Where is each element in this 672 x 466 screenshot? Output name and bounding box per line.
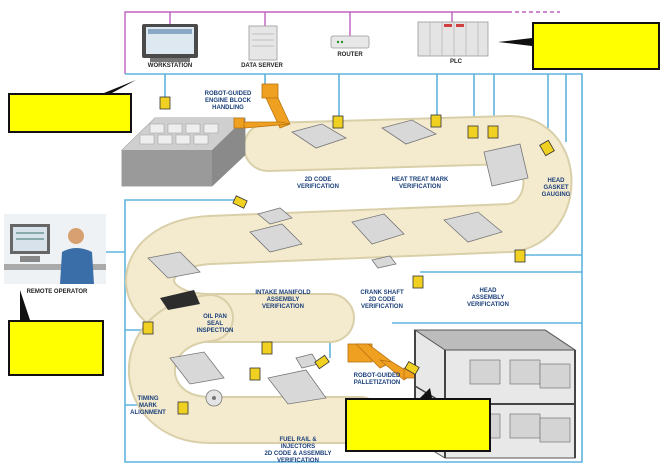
camera-icons [142,96,555,415]
network-lines [124,11,560,74]
plc-icon [417,21,489,57]
data-server-label: DATA SERVER [241,63,283,69]
remote-operator-label: REMOTE OPERATOR [26,289,88,295]
robot-arm-bottom [347,343,419,381]
timing-gear [205,389,223,407]
engine-block-bin [121,117,246,187]
station-timing-label: TIMING MARK ALIGNMENT [130,396,166,416]
callout-box [8,320,104,376]
oil-pan [160,290,200,310]
station-head-gasket-label: HEAD GASKET GAUGING [541,178,571,198]
callout-box [8,93,132,133]
workstation-icon [142,24,198,62]
station-head-assembly-label: HEAD ASSEMBLY VERIFICATION [467,288,509,308]
plc-label: PLC [450,59,462,65]
station-robot-block-label: ROBOT-GUIDED ENGINE BLOCK HANDLING [204,91,252,111]
engines-on-conveyor [147,119,529,405]
station-heat-treat-label: HEAT TREAT MARK VERIFICATION [391,177,449,190]
conveyor [125,114,573,444]
station-crank-label: CRANK SHAFT 2D CODE VERIFICATION [360,290,404,310]
router-label: ROUTER [337,52,363,58]
workstation-label: WORKSTATION [147,63,193,69]
station-2d-code-label: 2D CODE VERIFICATION [297,177,339,190]
data-server-icon [248,25,278,61]
callout-box [532,22,660,70]
station-palletization-label: ROBOT-GUIDED PALLETIZATION [353,373,401,386]
station-fuel-rail-label: FUEL RAIL & INJECTORS 2D CODE & ASSEMBLY… [264,437,332,464]
callout-box [345,398,491,452]
remote-operator-scene [4,214,106,284]
station-oil-pan-label: OIL PAN SEAL INSPECTION [196,314,234,334]
robot-arm-top [233,83,291,129]
router-icon [330,35,370,49]
station-intake-label: INTAKE MANIFOLD ASSEMBLY VERIFICATION [255,290,311,310]
